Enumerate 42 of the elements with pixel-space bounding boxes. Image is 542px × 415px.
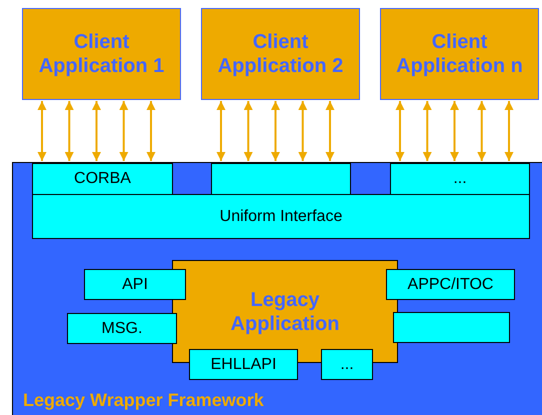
application-label: Client Application 1 (38, 30, 166, 78)
double-arrow (216, 101, 226, 161)
interface-label: Uniform Interface (220, 208, 342, 226)
application-label: Client Application 2 (216, 30, 344, 78)
double-arrow (244, 101, 253, 161)
interface-box (67, 313, 177, 344)
application-box (201, 8, 360, 100)
interface-label: APPC/ITOC (408, 276, 494, 294)
double-arrow (271, 101, 280, 161)
double-arrow (92, 101, 101, 161)
double-arrow (326, 101, 334, 161)
interface-box (321, 349, 373, 380)
double-arrow (119, 101, 128, 161)
interface-box (393, 312, 510, 343)
interface-box (390, 163, 530, 195)
double-arrow (422, 101, 432, 161)
interface-label: MSG. (102, 320, 142, 338)
double-arrow (38, 101, 46, 161)
interface-box (211, 163, 351, 195)
double-arrow (146, 101, 156, 161)
interface-label: CORBA (74, 170, 131, 188)
framework-panel (12, 162, 542, 415)
application-label: Legacy Application (230, 288, 340, 336)
double-arrow (396, 101, 404, 161)
double-arrow (450, 101, 459, 161)
interface-label: ... (453, 170, 467, 188)
double-arrow (64, 101, 74, 161)
interface-box (386, 269, 515, 300)
interface-box (32, 163, 173, 195)
application-box (380, 8, 539, 100)
interface-box (189, 349, 298, 380)
application-box (22, 8, 181, 100)
double-arrow (477, 101, 486, 161)
interface-box (32, 194, 530, 239)
framework-title: Legacy Wrapper Framework (23, 390, 264, 411)
application-label: Client Application n (395, 30, 524, 78)
interface-label: API (122, 276, 148, 294)
interface-box (84, 269, 186, 300)
double-arrow (504, 101, 514, 161)
interface-label: EHLLAPI (210, 356, 276, 374)
interface-label: ... (340, 356, 354, 374)
double-arrow (298, 101, 308, 161)
